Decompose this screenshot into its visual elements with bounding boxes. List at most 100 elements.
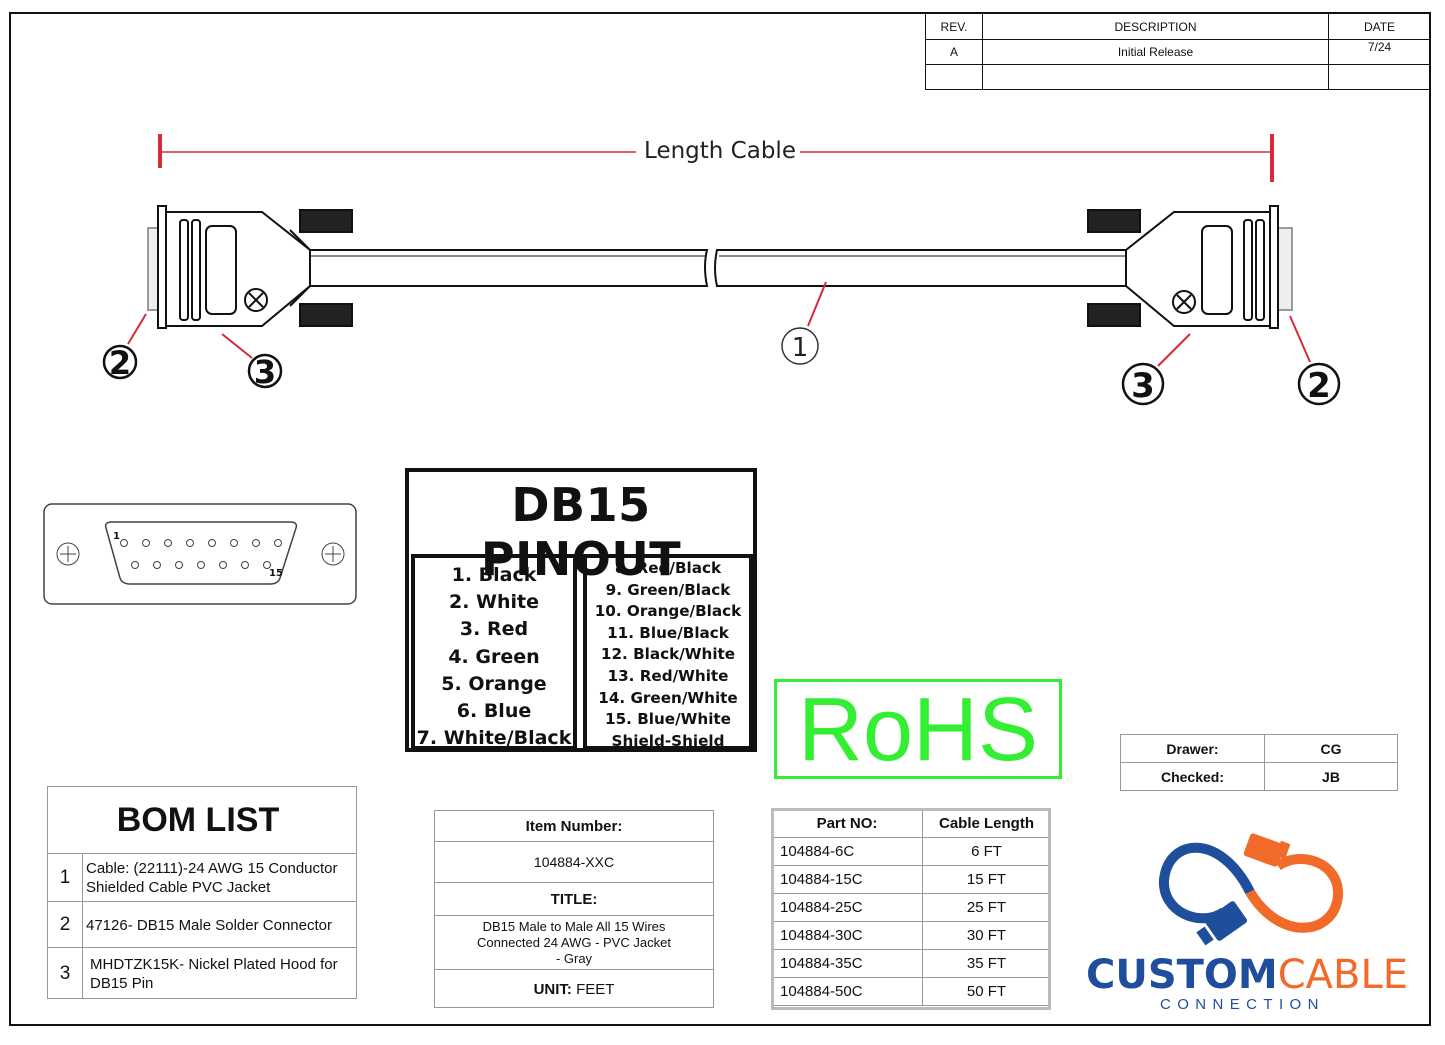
cable-length-cell: 6 FT (922, 837, 1051, 866)
bom-list: BOM LIST 1 Cable: (22111)-24 AWG 15 Cond… (47, 786, 357, 999)
date-empty (1328, 64, 1431, 90)
logo-wordmark: CUSTOMCABLE (1086, 952, 1408, 998)
checked-label: Checked: (1120, 762, 1265, 791)
pin-entry: 7. White/Black (416, 727, 572, 750)
pin (252, 539, 260, 547)
part-no-header: Part NO: (771, 808, 923, 838)
bom-row-text: Cable: (22111)-24 AWG 15 Conductor Shiel… (86, 860, 338, 896)
left-connector (147, 205, 353, 329)
drawer-value: CG (1264, 734, 1398, 763)
part-number-cell: 104884-6C (771, 837, 923, 866)
bom-row: 1 Cable: (22111)-24 AWG 15 Conductor Shi… (48, 853, 356, 902)
length-label: Length Cable (644, 138, 796, 164)
logo-word-custom: CUSTOM (1086, 952, 1278, 998)
unit-label: UNIT: (533, 980, 572, 998)
drawing-frame (9, 12, 1431, 1026)
pin-entry: 5. Orange (441, 672, 547, 695)
pin-entry: 4. Green (448, 645, 540, 668)
pin (164, 539, 172, 547)
unit-row: UNIT: FEET (435, 971, 713, 1007)
callout-leaders (127, 281, 1311, 367)
rev-empty (925, 64, 983, 90)
pin-entry: 8. Red/Black (614, 559, 722, 577)
part-number-cell: 104884-25C (771, 893, 923, 922)
cable-length-cell: 35 FT (922, 949, 1051, 978)
bom-row: 3 MHDTZK15K- Nickel Plated Hood for DB15… (48, 947, 356, 999)
pin (230, 539, 238, 547)
description-header: DESCRIPTION (982, 13, 1329, 40)
cable-length-cell: 50 FT (922, 977, 1051, 1006)
pin (142, 539, 150, 547)
callout-3-right: 3 (1121, 362, 1165, 406)
pin-entry: 1. Black (451, 564, 537, 586)
pin (197, 561, 205, 569)
cable-length-cell: 30 FT (922, 921, 1051, 950)
pin-entry: 14. Green/White (598, 688, 738, 707)
pin (241, 561, 249, 569)
rohs-mark: RoHS (774, 679, 1062, 779)
pin-entry: 11. Blue/Black (607, 623, 729, 642)
pin (153, 561, 161, 569)
date-value: 7/24 (1328, 39, 1431, 65)
callout-1: 1 (781, 327, 819, 365)
title-value: DB15 Male to Male All 15 Wires Connected… (435, 916, 713, 970)
length-dimension (158, 134, 1274, 182)
pin-entry: 10. Orange/Black (594, 602, 742, 621)
callout-2-left: 2 (102, 344, 138, 382)
cable-body (304, 249, 1131, 287)
unit-value: FEET (576, 980, 615, 998)
svg-text:3: 3 (254, 353, 276, 391)
pin (219, 561, 227, 569)
bom-title: BOM LIST (116, 801, 280, 839)
pin-entry: 3. Red (459, 618, 529, 641)
bom-row-number: 1 (48, 854, 83, 902)
pin-entry: 12. Black/White (600, 645, 736, 664)
part-number-cell: 104884-50C (771, 977, 923, 1006)
pin-entry: 15. Blue/White (605, 710, 731, 729)
pinout-title: DB15 PINOUT (480, 478, 682, 586)
pin (263, 561, 271, 569)
approval-table: Drawer: CG Checked: JB (1120, 734, 1398, 791)
date-header: DATE (1328, 13, 1431, 40)
bom-row: 2 47126- DB15 Male Solder Connector (48, 901, 356, 948)
mount-hole-right (321, 542, 345, 566)
pin-entry: 2. White (448, 591, 540, 614)
pin-grid (120, 539, 282, 569)
title-label: TITLE: (435, 883, 713, 916)
callout-2-right: 2 (1297, 362, 1341, 406)
part-number-cell: 104884-15C (771, 865, 923, 894)
part-number-cell: 104884-30C (771, 921, 923, 950)
pinout-left-column: 1. Black 2. White 3. Red 4. Green 5. Orange 6… (411, 554, 577, 750)
d-shell (104, 521, 298, 585)
revision-table: REV. DESCRIPTION DATE A Initial Release … (925, 13, 1431, 90)
bom-row-number: 2 (48, 902, 83, 948)
cable-length-cell: 25 FT (922, 893, 1051, 922)
pin (131, 561, 139, 569)
cable-length-header: Cable Length (922, 808, 1051, 838)
pinout-right-column: 8. Red/Black 9. Green/Black 10. Orange/Bla… (583, 554, 753, 750)
pin (175, 561, 183, 569)
cable-drawing: Length Cable (102, 134, 1341, 406)
logo-word-cable: CABLE (1277, 952, 1409, 998)
checked-value: JB (1264, 762, 1398, 791)
pin-15-label: 15 (269, 568, 283, 579)
pin-entry: Shield-Shield (611, 731, 725, 750)
pin (208, 539, 216, 547)
pin-entry: 9. Green/Black (605, 580, 731, 599)
pin-entry: 6. Blue (456, 700, 532, 723)
mount-hole-left (56, 542, 80, 566)
cable-loop-logo (1159, 833, 1343, 946)
item-number-label: Item Number: (435, 811, 713, 842)
svg-text:1: 1 (792, 333, 809, 363)
pinout-box: DB15 PINOUT 1. Black 2. White 3. Red 4. Gre… (405, 468, 757, 752)
cable-length-cell: 15 FT (922, 865, 1051, 894)
bom-row-text: 47126- DB15 Male Solder Connector (86, 916, 332, 934)
part-number-cell: 104884-35C (771, 949, 923, 978)
pin-1-label: 1 (113, 531, 120, 542)
